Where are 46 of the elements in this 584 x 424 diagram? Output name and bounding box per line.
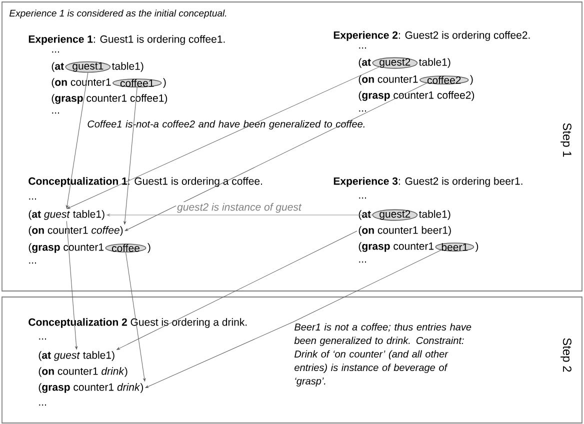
- heading: Conceptualization 1: Guest1 is ordering a coffee.: [28, 177, 262, 187]
- code-text: (grasp counter1: [358, 242, 434, 252]
- arrow: [126, 252, 146, 382]
- code-text: (grasp counter1: [28, 243, 104, 253]
- ellipsis: ...: [359, 261, 366, 263]
- step-label: Step 1: [560, 123, 572, 157]
- code-text: (at: [358, 210, 371, 220]
- code-text: (on counter1: [52, 78, 111, 88]
- note-text: Experience 1 is considered as the initial conceptual.: [10, 10, 226, 18]
- arrow: [66, 72, 88, 208]
- heading: Experience 1: Guest1 is ordering coffee1.: [28, 35, 225, 45]
- ellipsis: ...: [359, 47, 366, 49]
- heading: Experience 3: Guest2 is ordering beer1.: [334, 177, 522, 187]
- ellipsis: ...: [29, 262, 36, 264]
- ellipsis: ...: [39, 404, 46, 406]
- code-line: (at guest table1): [28, 210, 104, 220]
- code-text: table1): [418, 210, 450, 220]
- heading: Experience 2: Guest2 is ordering coffee2.: [334, 31, 530, 41]
- arrow: [106, 214, 372, 216]
- code-line: (grasp counter1 drink): [38, 383, 144, 393]
- note-text: Beer1 is not a coffee; thus entries have been generalized to drink. Constraint: Drink of ‘on counter’ (and all other entries) is instance of beverage of ‘grasp’.: [294, 323, 472, 387]
- code-line: (on counter1 beer1): [358, 226, 451, 236]
- edge-label: guest2 is instance of guest: [176, 202, 302, 214]
- heading: Conceptualization 2 Guest is ordering a drink.: [28, 318, 247, 328]
- code-line: (grasp counter1 coffee2): [358, 91, 474, 101]
- code-line: (on counter1 coffee): [28, 226, 123, 236]
- code-line: (at guest table1): [38, 351, 114, 361]
- ellipsis: ...: [52, 51, 59, 53]
- code-text: table1): [418, 58, 450, 68]
- code-line: (grasp counter1 coffee1): [52, 94, 168, 104]
- ellipsis: ...: [29, 198, 36, 200]
- arrow: [116, 230, 358, 350]
- ellipsis: ...: [52, 112, 59, 114]
- step-label: Step 2: [560, 338, 572, 372]
- arrow: [67, 66, 380, 209]
- code-text: (on counter1: [358, 75, 418, 85]
- code-text: (at: [358, 58, 371, 68]
- ellipsis: ...: [359, 110, 366, 112]
- arrow: [66, 220, 78, 350]
- arrow: [145, 322, 294, 388]
- arrow: [124, 82, 427, 231]
- ellipsis: ...: [39, 338, 46, 340]
- arrow: [124, 87, 138, 224]
- code-text: table1): [112, 62, 144, 72]
- ellipsis: ...: [359, 197, 366, 199]
- code-line: (on counter1 drink): [38, 367, 128, 377]
